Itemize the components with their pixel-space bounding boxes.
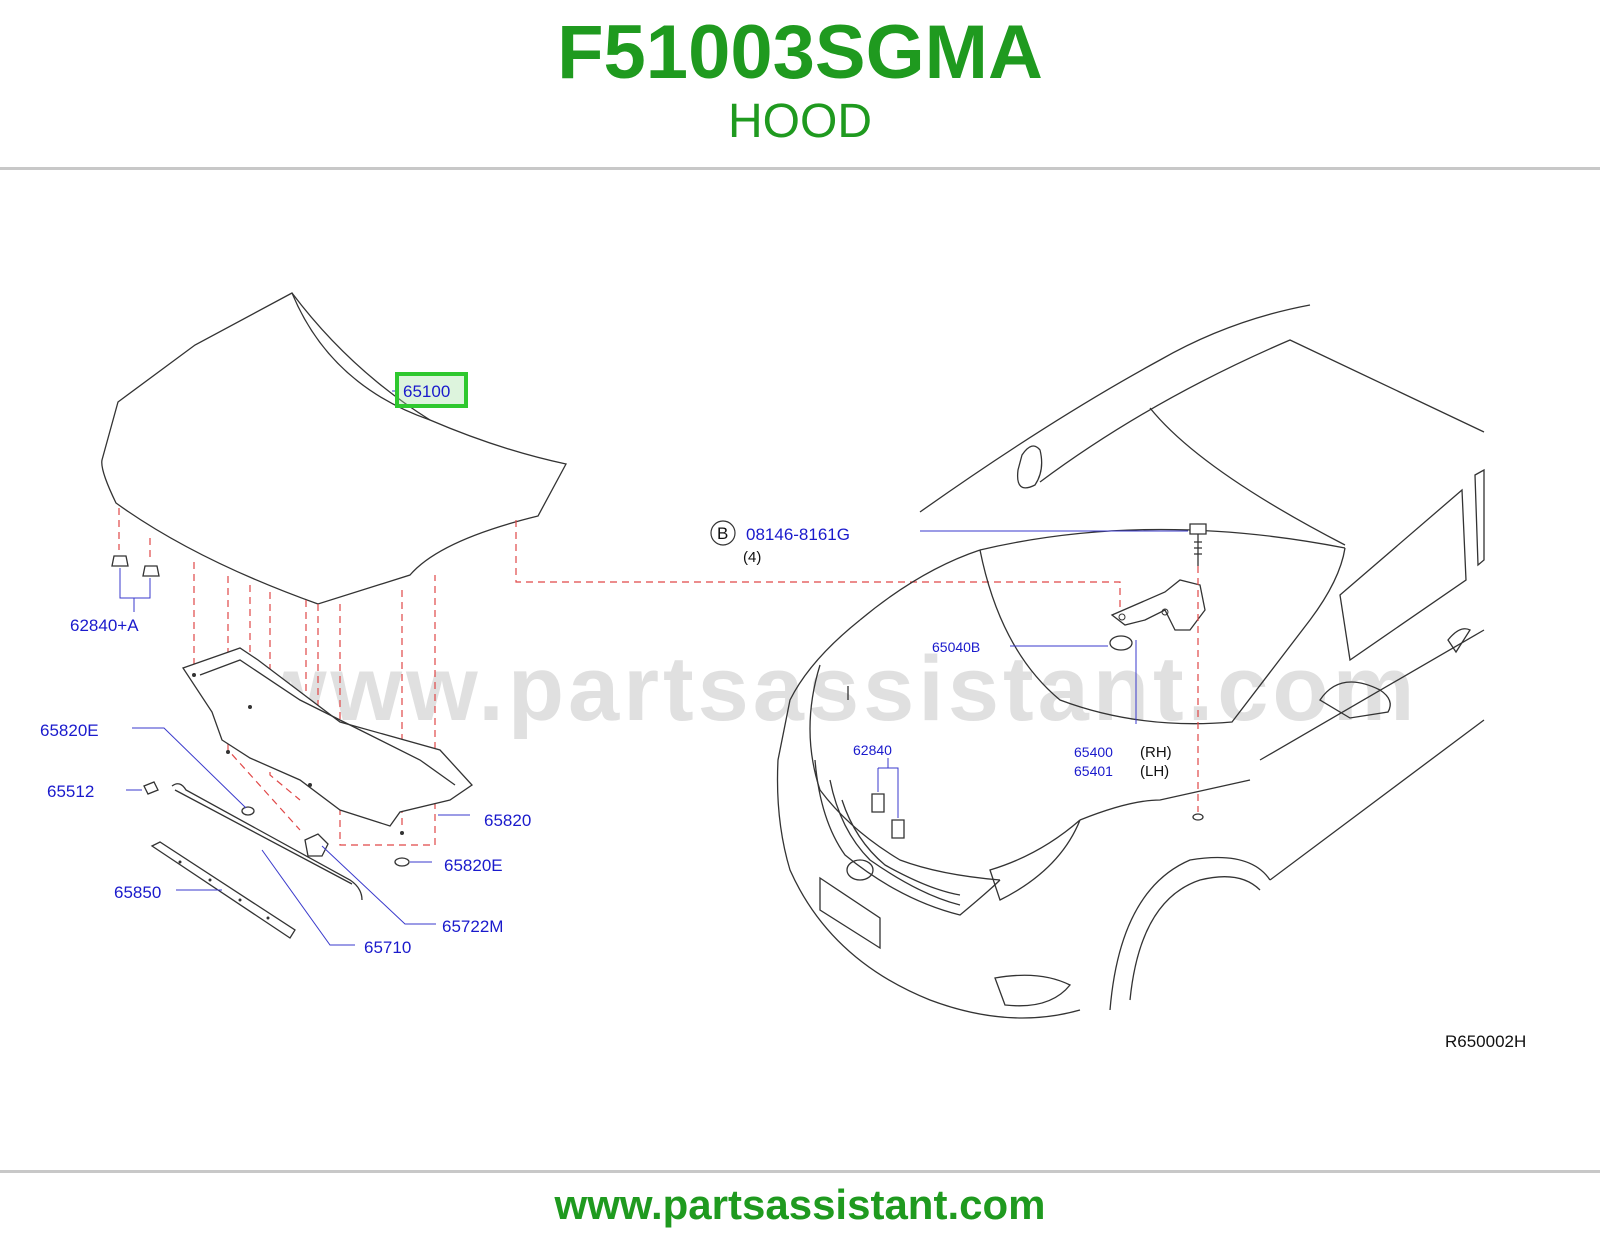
callout-65100[interactable]: 65100 bbox=[403, 382, 450, 401]
callout-65820e-right[interactable]: 65820E bbox=[444, 856, 503, 875]
hinge-bolt[interactable] bbox=[1189, 523, 1207, 566]
note-lh: (LH) bbox=[1140, 763, 1169, 780]
callout-65722m[interactable]: 65722M bbox=[442, 917, 503, 936]
callout-08146-8161g[interactable]: 08146-8161G bbox=[746, 525, 850, 544]
header: F51003SGMA HOOD bbox=[0, 0, 1600, 168]
callout-65512[interactable]: 65512 bbox=[47, 782, 94, 801]
stay-clip[interactable] bbox=[143, 781, 159, 795]
note-rh: (RH) bbox=[1140, 744, 1172, 761]
bumper-nuts[interactable] bbox=[871, 758, 905, 839]
grommet[interactable] bbox=[1109, 635, 1133, 651]
callout-62840-a[interactable]: 62840+A bbox=[70, 616, 139, 635]
footer-url[interactable]: www.partsassistant.com bbox=[554, 1181, 1046, 1228]
diagram-reference: R650002H bbox=[1445, 1032, 1526, 1051]
vehicle-body bbox=[776, 304, 1485, 1019]
leader-65820e-left bbox=[132, 727, 247, 809]
hood-hinge[interactable] bbox=[1110, 579, 1206, 631]
watermark-text: www.partsassistant.com bbox=[254, 638, 1418, 740]
bolt-marker: B bbox=[717, 524, 728, 543]
callout-65820[interactable]: 65820 bbox=[484, 811, 531, 830]
hood-insulator[interactable] bbox=[181, 647, 473, 835]
page-title: F51003SGMA bbox=[557, 10, 1043, 95]
bottom-divider bbox=[0, 1170, 1600, 1173]
hood-stay-rod[interactable] bbox=[171, 783, 363, 901]
callout-62840[interactable]: 62840 bbox=[853, 742, 892, 758]
leader-65710 bbox=[261, 849, 355, 946]
stay-holder[interactable] bbox=[304, 833, 329, 857]
hood-panel[interactable] bbox=[101, 292, 567, 605]
page-subtitle: HOOD bbox=[728, 95, 872, 148]
hood-weatherstrip[interactable] bbox=[150, 841, 296, 939]
top-divider bbox=[0, 167, 1600, 170]
callout-65820e-left[interactable]: 65820E bbox=[40, 721, 99, 740]
leader-65722m bbox=[321, 845, 436, 925]
callout-65401[interactable]: 65401 bbox=[1074, 763, 1113, 779]
callout-65040b[interactable]: 65040B bbox=[932, 639, 980, 655]
callout-65710[interactable]: 65710 bbox=[364, 938, 411, 957]
callout-65400[interactable]: 65400 bbox=[1074, 744, 1113, 760]
bolt-quantity: (4) bbox=[743, 549, 761, 566]
bolt-marker-circle bbox=[710, 520, 736, 546]
callout-65100-highlight[interactable] bbox=[395, 372, 468, 408]
callout-65850[interactable]: 65850 bbox=[114, 883, 161, 902]
insulator-clip-left[interactable] bbox=[241, 806, 255, 816]
hood-nuts[interactable] bbox=[111, 555, 160, 612]
insulator-clip-right[interactable] bbox=[394, 857, 410, 867]
bolt-hole bbox=[1192, 813, 1204, 821]
